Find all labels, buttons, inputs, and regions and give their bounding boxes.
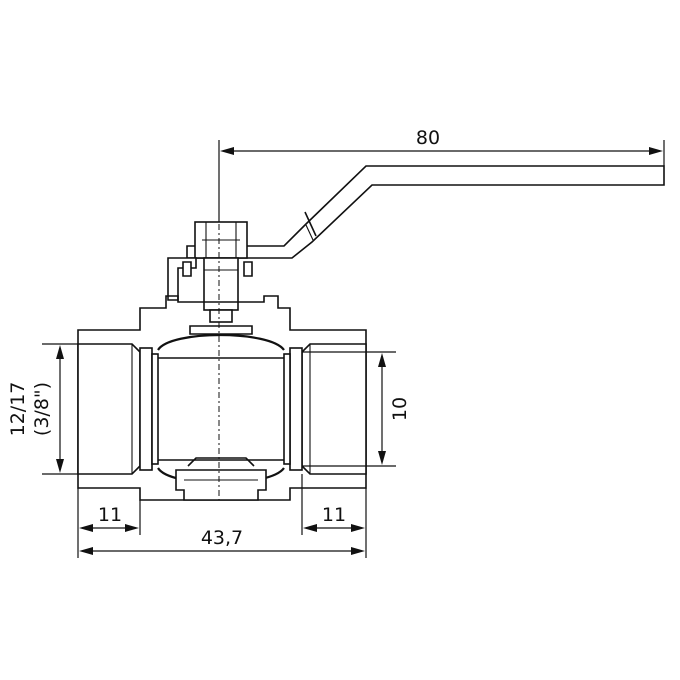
- valve-body: [77, 295, 367, 501]
- dim-thread-right-label: 11: [322, 504, 346, 526]
- dim-body-length-label: 43,7: [201, 527, 243, 549]
- valve-stem: [203, 257, 239, 323]
- stem-nut: [194, 221, 248, 259]
- dim-size-inch-label: (3/8"): [31, 382, 53, 436]
- dim-handle-length-label: 80: [416, 127, 440, 149]
- dim-body-length: 43,7: [79, 527, 365, 555]
- dim-thread-left-label: 11: [98, 504, 122, 526]
- dim-size: 12/17 (3/8"): [7, 343, 78, 475]
- handle-lever: [186, 165, 665, 259]
- dim-handle-length: 80: [218, 127, 665, 222]
- dim-thread-left: 11: [79, 504, 139, 532]
- dim-size-mm-label: 12/17: [7, 382, 29, 437]
- dim-thread-right: 11: [303, 504, 365, 532]
- dim-bore-label: 10: [389, 397, 411, 421]
- dim-bore: 10: [302, 351, 411, 467]
